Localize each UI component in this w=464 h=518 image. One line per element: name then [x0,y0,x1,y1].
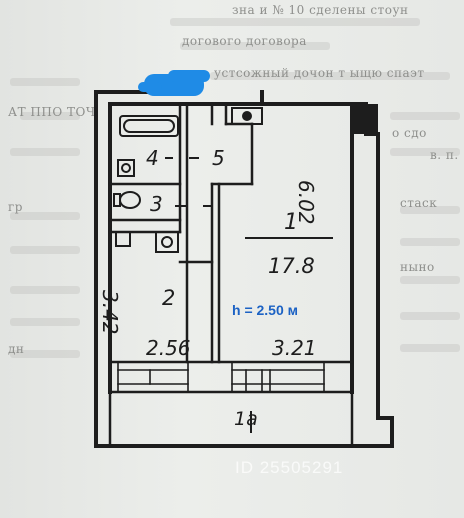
background-text: гр [8,200,23,214]
room-1-area: 17.8 [268,254,315,278]
background-line [10,246,80,254]
background-line [400,344,460,352]
room-label-3: 3 [150,192,163,216]
background-line [10,78,80,86]
background-line [10,350,80,358]
background-text: в. п. [430,148,459,162]
background-text: АТ ППО ТОЧ [8,105,96,119]
dimension-2-56: 2.56 [146,336,191,360]
background-line [390,112,460,120]
sink [117,159,135,177]
room-label-5: 5 [212,146,225,170]
toilet [113,191,141,209]
outer-walls [94,90,394,448]
balcony-label: 1а [234,408,258,430]
background-text: о сдо [392,126,427,140]
wall-column [352,104,378,134]
background-line [180,42,330,50]
background-line [10,286,80,294]
background-line [210,72,450,80]
background-text: ныно [400,260,435,274]
kitchen-sink [115,231,131,247]
background-line [400,276,460,284]
room-label-1: 1 [284,210,298,235]
room-label-4: 4 [146,146,159,170]
kitchen-stove [155,231,179,253]
background-text: устсожный дочон т ыщю спаэт [214,66,425,80]
background-line [390,148,460,156]
windows [117,361,325,393]
bathtub [119,115,179,137]
interior-walls [108,102,354,364]
background-text: дн [8,342,25,356]
background-text: догового договора [182,34,307,48]
background-line [400,206,460,214]
background-line [170,18,420,26]
balcony [108,390,354,448]
watermark-id: ID 25505291 [235,458,344,477]
background-line [20,112,80,120]
background-line [400,312,460,320]
background-text: зна и № 10 сделены стоун [232,3,409,17]
room-markers [165,157,333,433]
dimension-6-02: 6.02 [294,180,318,225]
ventilation-box [231,107,263,125]
room-label-2: 2 [162,286,176,310]
background-line [10,212,80,220]
dimension-3-21: 3.21 [272,336,317,360]
background-line [400,238,460,246]
background-text: стаск [400,196,438,210]
ceiling-height-label: h = 2.50 м [232,302,299,318]
redaction-mark [138,70,210,96]
dimension-3-42: 3.42 [98,290,122,335]
background-line [10,318,80,326]
background-line [10,148,80,156]
